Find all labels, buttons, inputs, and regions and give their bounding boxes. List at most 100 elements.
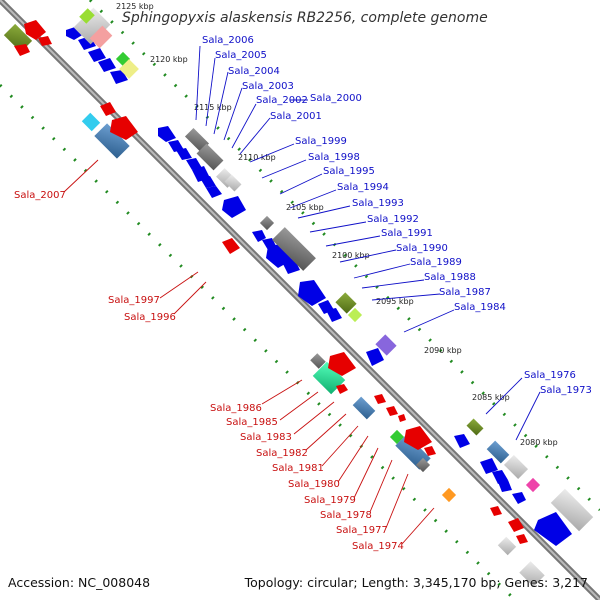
gene-arrow — [186, 158, 202, 170]
tick-label: 2080 kbp — [520, 438, 558, 447]
gene-arrow — [328, 352, 356, 376]
tick-label: 2100 kbp — [332, 251, 370, 260]
gene-box — [73, 7, 111, 45]
gene-box — [519, 561, 545, 587]
gene-arrow — [98, 58, 116, 72]
gene-label: Sala_2006 — [202, 35, 254, 46]
gene-label: Sala_2001 — [270, 111, 322, 122]
gene-box — [525, 477, 541, 493]
gene-arrow — [398, 414, 406, 422]
gene-box — [466, 418, 484, 436]
gene-arrow — [516, 534, 528, 544]
gene-box — [352, 396, 376, 420]
gene-label: Sala_2002 — [256, 95, 308, 106]
gene-label: Sala_1996 — [124, 312, 176, 323]
gene-arrow — [158, 126, 176, 142]
gene-label: Sala_1984 — [454, 302, 506, 313]
gene-arrow — [252, 230, 266, 242]
tick-label: 2095 kbp — [376, 297, 414, 306]
gene-box — [347, 307, 363, 323]
gene-label: Sala_1986 — [210, 403, 262, 414]
gene-label: Sala_1985 — [226, 417, 278, 428]
gene-arrow — [326, 308, 342, 322]
gene-arrow — [386, 406, 398, 416]
tick-label: 2115 kbp — [194, 103, 232, 112]
gene-box — [196, 143, 224, 171]
forward-strand-genes — [66, 7, 594, 546]
gene-arrow — [200, 176, 216, 188]
gene-arrow — [222, 238, 240, 254]
gene-arrow — [100, 102, 116, 116]
gene-label: Sala_1997 — [108, 295, 160, 306]
gene-label: Sala_1990 — [396, 243, 448, 254]
gene-box — [335, 292, 357, 314]
gene-label: Sala_2005 — [215, 50, 267, 61]
gene-box — [486, 440, 510, 464]
gene-arrow — [206, 186, 222, 198]
gene-box — [550, 488, 594, 532]
topology-text: Topology: circular; Length: 3,345,170 bp… — [244, 575, 588, 590]
gene-label: Sala_1973 — [540, 385, 592, 396]
gene-arrow — [366, 348, 384, 366]
gene-label: Sala_1998 — [308, 152, 360, 163]
gene-label: Sala_2007 — [14, 190, 66, 201]
gene-arrow — [508, 518, 524, 532]
kbp-ticks: 2125 kbp 2120 kbp 2115 kbp 2110 kbp 2105… — [116, 2, 558, 447]
gene-box — [497, 536, 517, 556]
gene-arrow — [14, 44, 30, 56]
gene-box — [224, 174, 242, 192]
tick-label: 2105 kbp — [286, 203, 324, 212]
gene-arrow — [110, 116, 138, 140]
gene-arrow — [176, 148, 192, 160]
forward-gene-labels: Sala_2006 Sala_2005 Sala_2004 Sala_2003 … — [195, 35, 592, 441]
gene-box — [79, 8, 95, 24]
gene-arrow — [404, 426, 432, 450]
gene-arrow — [110, 70, 128, 84]
gene-arrow — [498, 480, 512, 492]
gene-arrow — [480, 458, 498, 474]
gene-box — [184, 127, 210, 153]
gene-label: Sala_2004 — [228, 66, 280, 77]
gene-arrow — [454, 434, 470, 448]
gene-box — [375, 334, 397, 356]
gene-box — [310, 353, 326, 369]
gene-label: Sala_1983 — [240, 432, 292, 443]
gene-arrow — [490, 506, 502, 516]
gene-label: Sala_1987 — [439, 287, 491, 298]
reverse-track-dots — [0, 83, 517, 600]
gene-label: Sala_1994 — [337, 182, 389, 193]
gene-label: Sala_1980 — [288, 479, 340, 490]
gene-label: Sala_1981 — [272, 463, 324, 474]
gene-box — [503, 454, 529, 480]
gene-box — [415, 457, 431, 473]
gene-arrow — [492, 470, 508, 484]
gene-label: Sala_1991 — [381, 228, 433, 239]
gene-label: Sala_1988 — [424, 272, 476, 283]
gene-label: Sala_1982 — [256, 448, 308, 459]
gene-arrow — [298, 280, 326, 306]
tick-label: 2120 kbp — [150, 55, 188, 64]
gene-arrow — [424, 446, 436, 456]
gene-label: Sala_2000 — [310, 93, 362, 104]
gene-label: Sala_1992 — [367, 214, 419, 225]
tick-label: 2085 kbp — [472, 393, 510, 402]
gene-label: Sala_1977 — [336, 525, 388, 536]
gene-label: Sala_1979 — [304, 495, 356, 506]
gene-label: Sala_1993 — [352, 198, 404, 209]
gene-label: Sala_1974 — [352, 541, 404, 552]
gene-arrow — [222, 196, 246, 218]
forward-track-dots — [88, 0, 600, 512]
map-title: Sphingopyxis alaskensis RB2256, complete… — [122, 10, 488, 26]
accession-text: Accession: NC_008048 — [8, 575, 151, 590]
gene-label: Sala_2003 — [242, 81, 294, 92]
gene-label: Sala_1978 — [320, 510, 372, 521]
gene-arrow — [168, 140, 184, 152]
gene-arrow — [374, 394, 386, 404]
gene-box — [259, 215, 275, 231]
tick-label: 2110 kbp — [238, 153, 276, 162]
gene-arrow — [88, 48, 106, 62]
gene-label: Sala_1989 — [410, 257, 462, 268]
gene-label: Sala_1999 — [295, 136, 347, 147]
reverse-strand-genes — [3, 20, 545, 587]
